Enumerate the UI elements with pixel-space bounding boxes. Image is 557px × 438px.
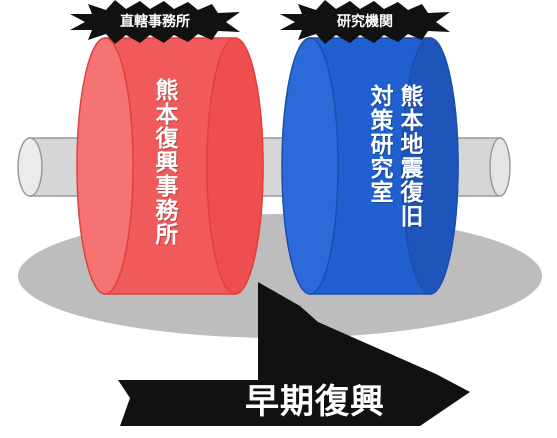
- arrow-label: 早期復興: [245, 382, 385, 422]
- left-tag-label: 直轄事務所: [120, 14, 190, 30]
- right-drum: [281, 37, 459, 295]
- right-drum-label-col1: 熊本地震復旧: [396, 84, 422, 228]
- left-drum: [76, 37, 264, 295]
- left-tag-burst: [70, 0, 240, 44]
- right-tag-label: 研究機関: [337, 14, 393, 30]
- axle-left-end: [17, 137, 43, 197]
- right-tag-burst: [280, 0, 450, 44]
- axle-right-end: [489, 137, 511, 197]
- early-recovery-arrow: [118, 282, 470, 426]
- left-drum-label: 熊本復興事務所: [151, 78, 177, 246]
- right-drum-label-col2: 対策研究室: [366, 84, 392, 204]
